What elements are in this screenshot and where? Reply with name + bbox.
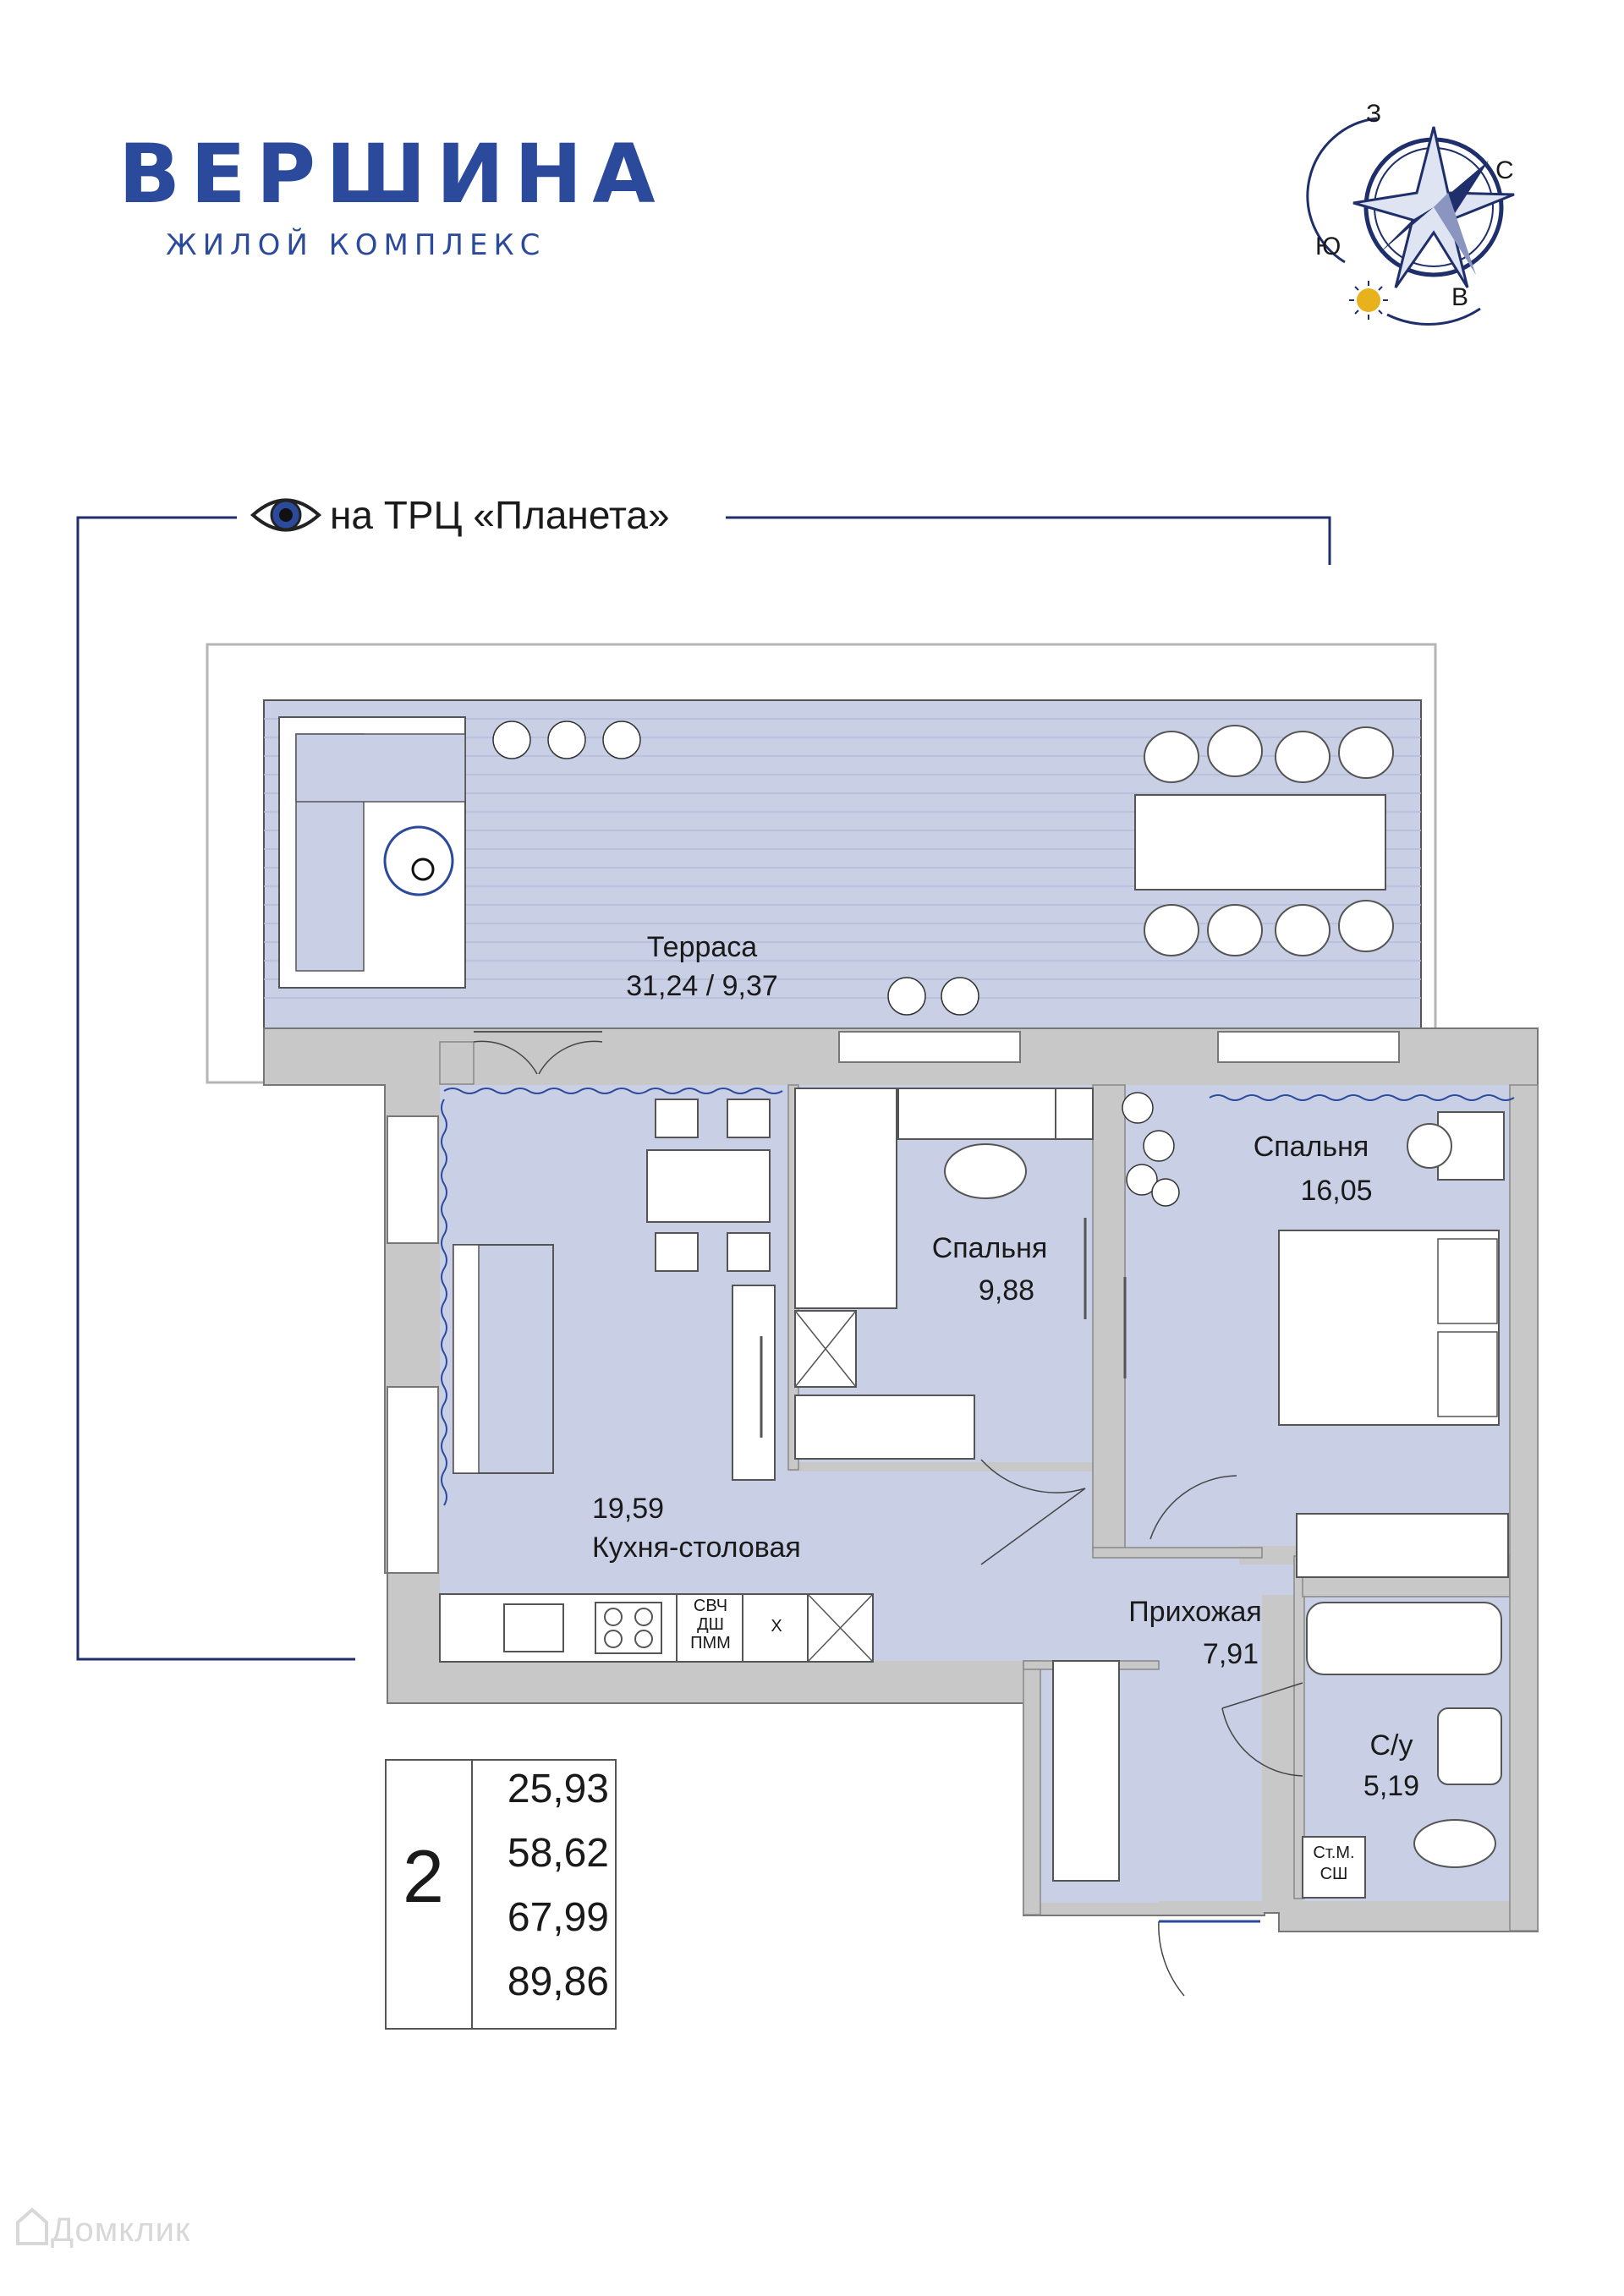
appliance-washer-label-2: СШ	[1320, 1865, 1348, 1883]
bedroom-large-area: 16,05	[1300, 1175, 1373, 1207]
area-summary-box	[385, 1759, 617, 2030]
bathroom-name: С/у	[1369, 1729, 1413, 1762]
appliance-microwave-label: СВЧ	[693, 1597, 728, 1615]
terrace-name: Терраса	[646, 931, 758, 963]
compass-east-label: В	[1451, 283, 1469, 311]
appliance-washer-label-1: Ст.М.	[1313, 1844, 1355, 1862]
bathroom-area: 5,19	[1363, 1770, 1420, 1802]
appliance-fridge-label: Х	[771, 1617, 782, 1636]
watermark-house-icon	[16, 2207, 48, 2245]
hallway-area: 7,91	[1202, 1638, 1259, 1670]
eye-icon	[250, 498, 321, 532]
compass-south-label: Ю	[1315, 233, 1341, 260]
bedroom-small-name: Спальня	[931, 1232, 1048, 1264]
compass-icon	[1306, 117, 1515, 326]
area-value-3: 67,99	[507, 1895, 609, 1940]
compass-west-label: З	[1366, 100, 1382, 128]
brand-logo-title: ВЕРШИНА	[118, 127, 666, 222]
bedroom-large-name: Спальня	[1253, 1131, 1369, 1163]
brand-tagline: ЖИЛОЙ КОМПЛЕКС	[166, 228, 546, 262]
kitchen-name: Кухня-столовая	[592, 1532, 801, 1564]
kitchen-area: 19,59	[592, 1493, 665, 1525]
appliance-pmm-label: ПММ	[690, 1634, 731, 1652]
area-value-2: 58,62	[507, 1831, 609, 1876]
sun-icon	[1349, 281, 1388, 320]
watermark: Домклик	[51, 2211, 191, 2249]
appliance-dishwasher-label: ДШ	[697, 1615, 724, 1634]
hallway-name: Прихожая	[1128, 1596, 1262, 1628]
area-value-1: 25,93	[507, 1767, 609, 1811]
rooms-count: 2	[403, 1834, 444, 1918]
compass-north-label: С	[1495, 156, 1514, 184]
view-label: на ТРЦ «Планета»	[330, 493, 670, 537]
area-value-4: 89,86	[507, 1959, 609, 2004]
terrace-area: 31,24 / 9,37	[626, 970, 778, 1002]
bedroom-small-area: 9,88	[978, 1274, 1035, 1307]
